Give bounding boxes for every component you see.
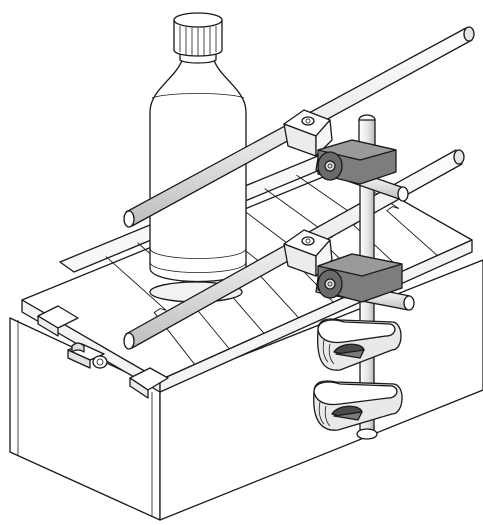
lower-knob-icon: [331, 405, 363, 421]
knob-icon: [333, 343, 365, 359]
side-fastener-icon: [67, 342, 108, 369]
bottle-icon: [149, 12, 247, 303]
guide-rail-clamp-icon: [283, 109, 333, 157]
end-guide-block: [37, 305, 169, 399]
mounting-clamp-icon: [316, 318, 402, 371]
chain-plate-seam: [105, 256, 196, 365]
lower-rod-clamp: [317, 253, 403, 303]
lower-mounting-clamp-icon: [313, 380, 403, 440]
upper-rod-clamp: [317, 139, 397, 185]
chain-plate-seam: [327, 161, 438, 256]
